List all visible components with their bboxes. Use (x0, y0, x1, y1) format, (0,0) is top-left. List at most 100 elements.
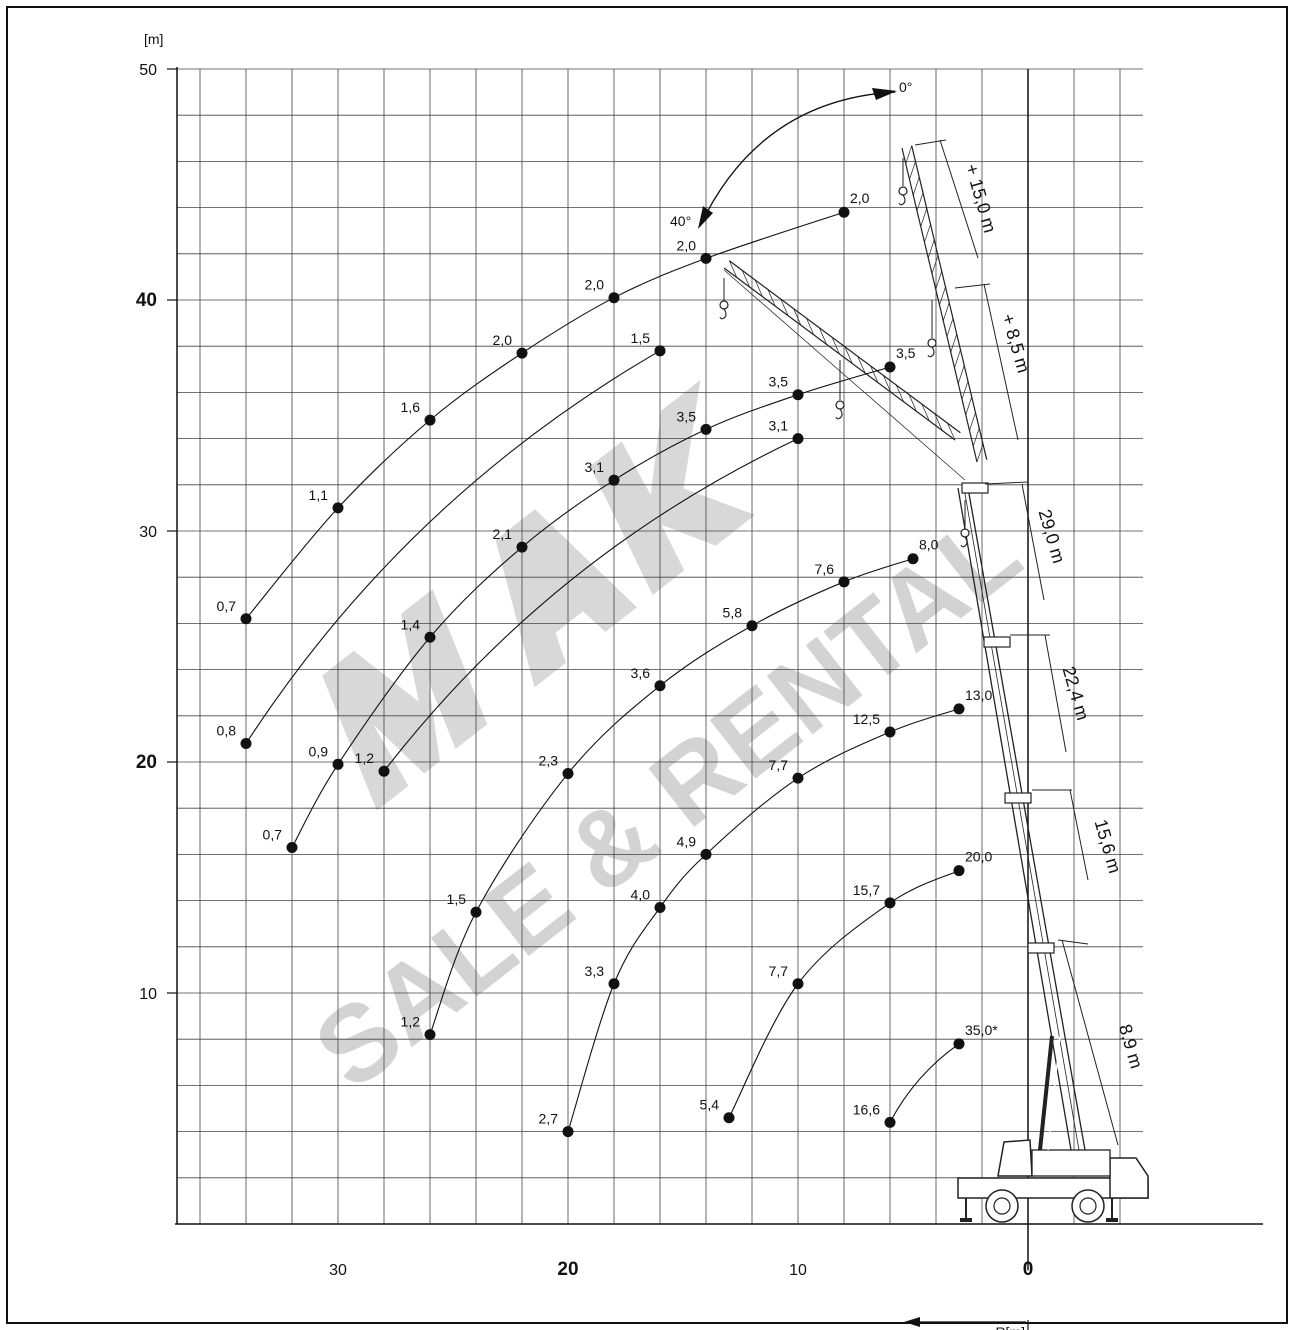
load-point-label: 8,0 (919, 537, 939, 553)
boom-dimension-tick (914, 139, 947, 146)
load-point-label: 2,0 (850, 190, 870, 206)
crane-jib-luffed-lacing (741, 270, 750, 288)
angle-label-0: 0° (899, 79, 912, 95)
crane-wheel-hub (993, 1197, 1011, 1215)
load-point-label: 12,5 (853, 711, 880, 727)
jib-angle-arrowhead-bottom (698, 206, 713, 229)
load-point-label: 1,1 (309, 487, 329, 503)
boom-dimension-line (1061, 939, 1119, 1146)
x-tick-label: 30 (329, 1262, 347, 1279)
load-point-label: 5,4 (700, 1097, 720, 1113)
load-point (424, 414, 436, 426)
load-point (953, 703, 965, 715)
load-point (424, 631, 436, 643)
load-point-label: 7,7 (769, 757, 789, 773)
y-tick-label: 30 (139, 524, 157, 541)
load-point (608, 292, 620, 304)
load-point (286, 841, 298, 853)
crane-jib-long-lacing (905, 145, 913, 164)
load-point-label: 2,0 (677, 237, 697, 253)
load-point (700, 252, 712, 264)
crane-hook (960, 536, 968, 548)
crane-jib-luffed-lacing (767, 289, 776, 307)
crane-jib-long-lacing (965, 396, 973, 416)
load-point (516, 347, 528, 359)
load-point-label: 5,8 (723, 605, 743, 621)
crane-jib-long-lacing (924, 224, 931, 243)
crane-superstructure (1031, 1149, 1111, 1177)
load-point-label: 1,2 (355, 750, 375, 766)
load-curve (291, 366, 891, 848)
crane-jib-long-lacing (909, 161, 916, 180)
load-point (700, 423, 712, 435)
load-point-label: 15,7 (853, 882, 880, 898)
load-point (792, 978, 804, 990)
load-point (608, 978, 620, 990)
crane-jib-luffed-lacing (857, 356, 866, 374)
load-point-label: 20,0 (965, 849, 992, 865)
crane-jib-long-lacing (939, 286, 946, 306)
load-curve (889, 1043, 960, 1123)
load-point-label: 3,3 (585, 963, 605, 979)
crane-jib-luffed-lacing (883, 375, 892, 393)
crane-jib-luffed-lacing (947, 423, 956, 441)
crane-hook (927, 346, 935, 358)
jib-angle-arc (699, 91, 896, 227)
load-point (792, 772, 804, 784)
crane-jib-reeving (723, 269, 966, 481)
y-tick-label: 40 (136, 290, 157, 311)
crane-outrigger-pad (960, 1218, 972, 1222)
load-point (608, 474, 620, 486)
load-point (516, 541, 528, 553)
boom-dimension-line (1021, 483, 1045, 601)
load-point (884, 361, 896, 373)
load-point-label: 0,7 (263, 826, 283, 842)
crane-jib-luffed-lacing (831, 337, 840, 355)
load-point-label: 3,5 (769, 374, 789, 390)
boom-dimension-tick (984, 481, 1029, 485)
crane-jib-long-lacing (950, 333, 958, 353)
load-point-label: 1,4 (401, 616, 421, 632)
crane-jib-luffed-lacing (793, 308, 802, 326)
crane-jib-luffed-lacing (908, 394, 917, 412)
watermark-logo-m (322, 589, 488, 811)
load-point (654, 680, 666, 692)
crane-illustration (719, 145, 1149, 1223)
y-tick-label: 50 (139, 62, 157, 79)
crane-jib-luffed-lacing (895, 384, 904, 402)
crane-boom-collar (1027, 942, 1055, 954)
load-point-label: 3,6 (631, 665, 651, 681)
load-point-label: 0,7 (217, 598, 237, 614)
crane-boom-collar (1004, 792, 1032, 804)
load-point-label: 4,0 (631, 887, 651, 903)
load-point (884, 726, 896, 738)
load-point-label: 35,0* (965, 1022, 998, 1038)
crane-jib-luffed-lacing (780, 298, 789, 316)
crane-jib-long-lacing (961, 381, 969, 400)
crane-hook-block (898, 186, 908, 196)
load-point (654, 345, 666, 357)
crane-boom-edge (967, 487, 1086, 1151)
y-unit-label: [m] (144, 31, 163, 47)
y-tick-label: 10 (139, 986, 157, 1003)
load-point (700, 848, 712, 860)
load-point (884, 1116, 896, 1128)
y-tick-label: 20 (136, 752, 157, 773)
load-point-label: 1,6 (401, 399, 421, 415)
load-point (562, 768, 574, 780)
boom-dimension-tick (954, 283, 991, 289)
load-point-label: 1,2 (401, 1014, 421, 1030)
load-point-label: 0,8 (217, 723, 237, 739)
crane-jib-long-lacing (942, 302, 950, 321)
crane-jib-luffed-lacing (729, 260, 738, 278)
crane-hook-block (835, 400, 845, 410)
x-direction-arrowhead (904, 1317, 920, 1327)
crane-jib-long-lacing (969, 412, 976, 431)
load-curve (383, 438, 799, 772)
boom-dimension-line (1069, 789, 1089, 881)
watermark-logo-k (590, 379, 756, 595)
load-curve (245, 350, 661, 744)
boom-section-label: 29,0 m (1035, 507, 1069, 565)
